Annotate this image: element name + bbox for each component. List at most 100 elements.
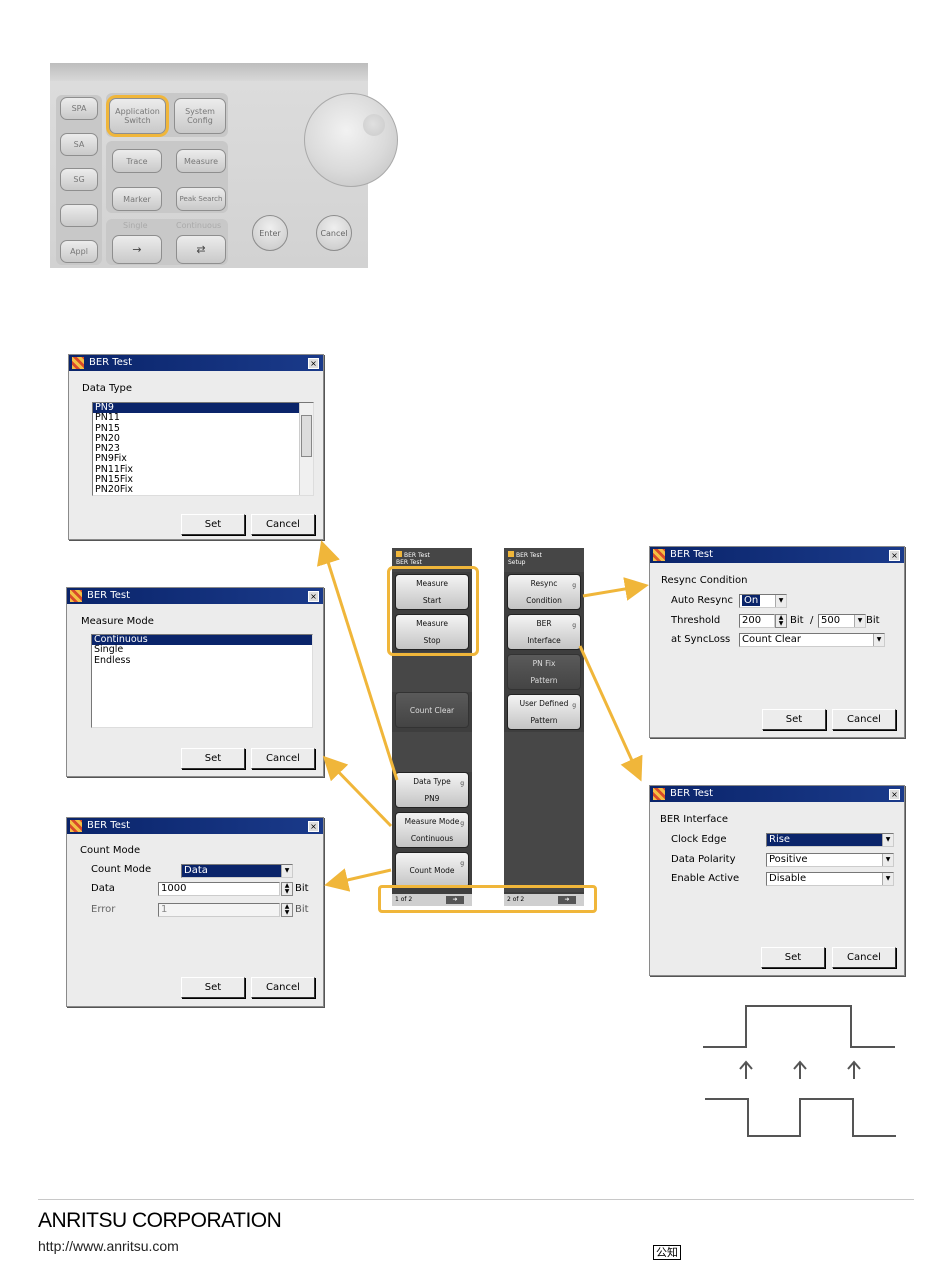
set-button[interactable]: Set [181,748,245,769]
peak-search-button[interactable]: Peak Search [176,187,226,211]
panel-top-strip [50,63,368,81]
auto-resync-select[interactable]: On ▼ [739,594,787,608]
trace-button[interactable]: Trace [112,149,162,173]
spa-button[interactable]: SPA [60,97,98,120]
cancel-hard-button[interactable]: Cancel [316,215,352,251]
dropdown-arrow-icon[interactable]: ▼ [281,865,292,877]
measure-stop-key[interactable]: Measure Stop [395,614,469,650]
error-spin-icon[interactable]: ▲▼ [281,903,293,917]
next-page-arrow-icon[interactable]: ➜ [558,896,576,904]
cancel-button[interactable]: Cancel [251,514,315,535]
list-item[interactable]: PN9 [93,403,313,414]
error-input[interactable]: 1 [158,903,280,917]
dropdown-arrow-icon[interactable]: ▼ [775,595,786,607]
system-config-button[interactable]: System Config [174,98,226,134]
sa-button[interactable]: SA [60,133,98,156]
appl-button[interactable]: Appl [60,240,98,263]
data-spin-icon[interactable]: ▲▼ [281,882,293,896]
data-polarity-select[interactable]: Positive ▼ [766,853,894,867]
list-item[interactable]: PN15Fix [95,474,133,486]
dialog-title: BER Test [87,590,130,601]
set-button[interactable]: Set [181,514,245,535]
user-defined-pattern-key[interactable]: g User Defined Pattern [507,694,581,730]
list-item[interactable]: PN20Fix [95,484,133,496]
list-item[interactable]: PN15 [95,422,120,434]
dropdown-arrow-icon[interactable]: ▼ [854,615,865,627]
list-item[interactable]: PN11 [95,412,120,424]
list-item[interactable]: PN23 [95,443,120,455]
close-icon[interactable]: × [889,789,900,800]
error-unit: Bit [295,904,309,915]
marker-button[interactable]: Marker [112,187,162,211]
error-field-label: Error [91,904,116,915]
key-label: PN Fix [532,659,556,668]
cancel-button[interactable]: Cancel [251,748,315,769]
close-icon[interactable]: × [308,358,319,369]
measure-start-key[interactable]: Measure Start [395,574,469,610]
data-polarity-value: Positive [769,854,808,865]
list-item[interactable]: Endless [94,654,131,666]
resync-condition-key[interactable]: g Resync Condition [507,574,581,610]
cancel-button[interactable]: Cancel [251,977,315,998]
list-item[interactable]: PN11Fix [95,463,133,475]
clock-edge-label: Clock Edge [671,834,727,845]
sync-loss-select[interactable]: Count Clear ▼ [739,633,885,647]
dropdown-arrow-icon[interactable]: ▼ [882,873,893,885]
threshold-spin-icon[interactable]: ▲▼ [775,614,787,628]
list-item[interactable]: PN20 [95,432,120,444]
close-icon[interactable]: × [308,821,319,832]
key-sublabel: Start [422,596,442,605]
submenu-icon: g [572,582,576,589]
sg-button[interactable]: SG [60,168,98,191]
key-sublabel: Interface [527,636,561,645]
pn-fix-pattern-key[interactable]: PN Fix Pattern [507,654,581,690]
threshold-label: Threshold [671,615,721,626]
count-mode-select[interactable]: Data ▼ [181,864,293,878]
list-item[interactable]: Continuous [92,635,312,646]
measure-mode-list[interactable]: Continuous Single Endless [91,634,313,728]
threshold-total-select[interactable]: 500 ▼ [818,614,866,628]
list-scrollbar[interactable] [299,403,313,495]
menu-subtitle: BER Test [396,559,422,566]
set-button[interactable]: Set [181,977,245,998]
cancel-button[interactable]: Cancel [832,947,896,968]
company-name: ANRITSU CORPORATION [38,1209,282,1232]
set-button[interactable]: Set [762,709,826,730]
scroll-thumb[interactable] [301,415,312,457]
data-polarity-label: Data Polarity [671,854,736,865]
count-clear-key[interactable]: Count Clear [395,692,469,728]
app-icon [70,820,82,832]
dropdown-arrow-icon[interactable]: ▼ [873,634,884,646]
close-icon[interactable]: × [308,591,319,602]
count-mode-key[interactable]: g Count Mode [395,852,469,888]
data-input[interactable]: 1000 [158,882,280,896]
measure-button[interactable]: Measure [176,149,226,173]
threshold-input[interactable]: 200 [739,614,775,628]
dropdown-arrow-icon[interactable]: ▼ [882,854,893,866]
data-type-list[interactable]: PN9 PN11 PN15 PN20 PN23 PN9Fix PN11Fix P… [92,402,314,496]
next-page-arrow-icon[interactable]: ➜ [446,896,464,904]
cancel-button[interactable]: Cancel [832,709,896,730]
single-sweep-button[interactable]: → [112,235,162,264]
set-button[interactable]: Set [761,947,825,968]
data-type-key[interactable]: g Data Type PN9 [395,772,469,808]
rotary-knob[interactable] [304,93,398,187]
front-panel-photo: SPA SA SG Appl Application Switch System… [50,63,398,268]
dropdown-arrow-icon[interactable]: ▼ [882,834,893,846]
close-icon[interactable]: × [889,550,900,561]
blank-button[interactable] [60,204,98,227]
application-switch-button[interactable]: Application Switch [109,98,166,134]
list-item[interactable]: PN9Fix [95,453,127,465]
measure-mode-key[interactable]: g Measure Mode Continuous [395,812,469,848]
clock-edge-select[interactable]: Rise ▼ [766,833,894,847]
company-url[interactable]: http://www.anritsu.com [38,1238,179,1254]
enable-active-select[interactable]: Disable ▼ [766,872,894,886]
ber-interface-key[interactable]: g BER Interface [507,614,581,650]
key-label: Measure [416,579,448,588]
continuous-sweep-button[interactable]: ⇄ [176,235,226,264]
enter-button[interactable]: Enter [252,215,288,251]
single-arrow-icon: → [132,243,142,256]
count-mode-field-label: Count Mode [91,864,152,875]
list-item[interactable]: Single [94,644,124,656]
